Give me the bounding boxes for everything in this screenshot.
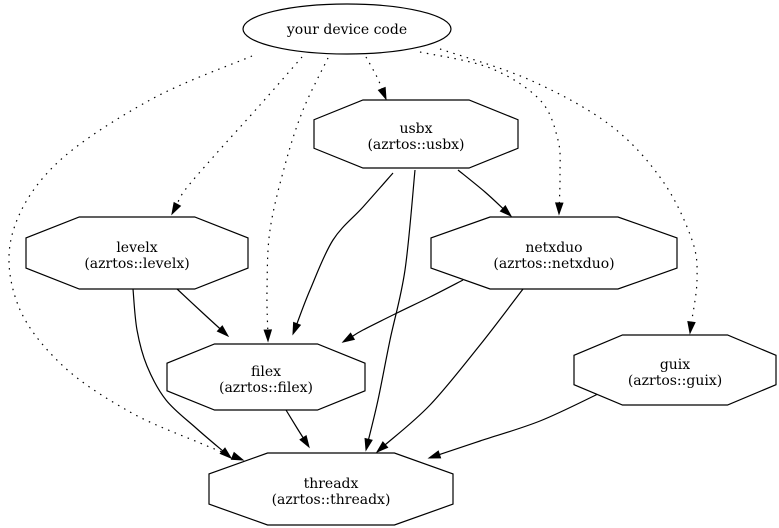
node-threadx-sublabel: (azrtos::threadx) (272, 492, 391, 508)
node-levelx-label: levelx (116, 240, 157, 256)
node-usbx: usbx(azrtos::usbx) (313, 99, 519, 169)
arrowhead-device_code-to-levelx (171, 201, 182, 216)
node-filex: filex(azrtos::filex) (166, 343, 366, 411)
node-device_code: your device code (242, 3, 452, 55)
edge-device_code-to-levelx (175, 56, 303, 207)
edge-usbx-to-threadx (367, 169, 416, 442)
edge-usbx-to-netxduo (457, 169, 505, 211)
edge-device_code-to-threadx (8, 55, 253, 458)
arrowhead-netxduo-to-filex (341, 332, 356, 343)
node-netxduo-octagon-shape (430, 216, 678, 290)
node-threadx: threadx(azrtos::threadx) (208, 452, 454, 526)
edge-levelx-to-filex (175, 287, 222, 331)
arrowhead-device_code-to-netxduo (555, 202, 564, 216)
arrowhead-device_code-to-guix (687, 321, 696, 335)
edge-device_code-to-usbx (365, 56, 384, 91)
node-netxduo-label: netxduo (525, 240, 582, 256)
node-usbx-octagon-shape (313, 99, 519, 169)
node-threadx-octagon-shape (208, 452, 454, 526)
node-guix-label: guix (660, 357, 690, 373)
node-filex-octagon-shape (166, 343, 366, 411)
node-usbx-sublabel: (azrtos::usbx) (367, 137, 464, 153)
node-filex-label: filex (251, 364, 281, 380)
arrowhead-filex-to-threadx (299, 434, 310, 449)
arrowhead-levelx-to-filex (216, 325, 230, 338)
arrowhead-device_code-to-usbx (377, 86, 387, 101)
node-guix: guix(azrtos::guix) (573, 334, 777, 406)
arrowhead-levelx-to-threadx (219, 447, 233, 460)
node-usbx-label: usbx (399, 121, 432, 137)
edge-device_code-to-filex (266, 57, 329, 333)
edge-filex-to-threadx (285, 409, 305, 440)
arrowhead-usbx-to-threadx (364, 437, 373, 452)
arrowhead-device_code-to-threadx (230, 451, 245, 461)
arrowhead-guix-to-threadx (427, 450, 442, 459)
node-levelx-octagon-shape (25, 216, 249, 290)
node-netxduo-sublabel: (azrtos::netxduo) (493, 256, 614, 272)
node-threadx-label: threadx (304, 476, 359, 492)
node-guix-sublabel: (azrtos::guix) (628, 373, 722, 389)
node-filex-sublabel: (azrtos::filex) (219, 380, 313, 396)
edge-usbx-to-filex (295, 172, 394, 326)
node-guix-octagon-shape (573, 334, 777, 406)
arrowhead-device_code-to-filex (263, 329, 273, 343)
node-device_code-label: your device code (286, 22, 407, 38)
arrowhead-netxduo-to-threadx (375, 441, 389, 454)
node-netxduo: netxduo(azrtos::netxduo) (430, 216, 678, 290)
node-device_code-ellipse-shape (242, 3, 452, 55)
arrowhead-usbx-to-filex (292, 321, 302, 336)
node-levelx: levelx(azrtos::levelx) (25, 216, 249, 290)
edge-guix-to-threadx (437, 393, 599, 456)
edge-netxduo-to-filex (350, 279, 464, 338)
node-levelx-sublabel: (azrtos::levelx) (84, 256, 189, 272)
arrowhead-usbx-to-netxduo (499, 205, 513, 218)
edge-levelx-to-threadx (132, 288, 225, 453)
edge-netxduo-to-threadx (383, 288, 524, 447)
